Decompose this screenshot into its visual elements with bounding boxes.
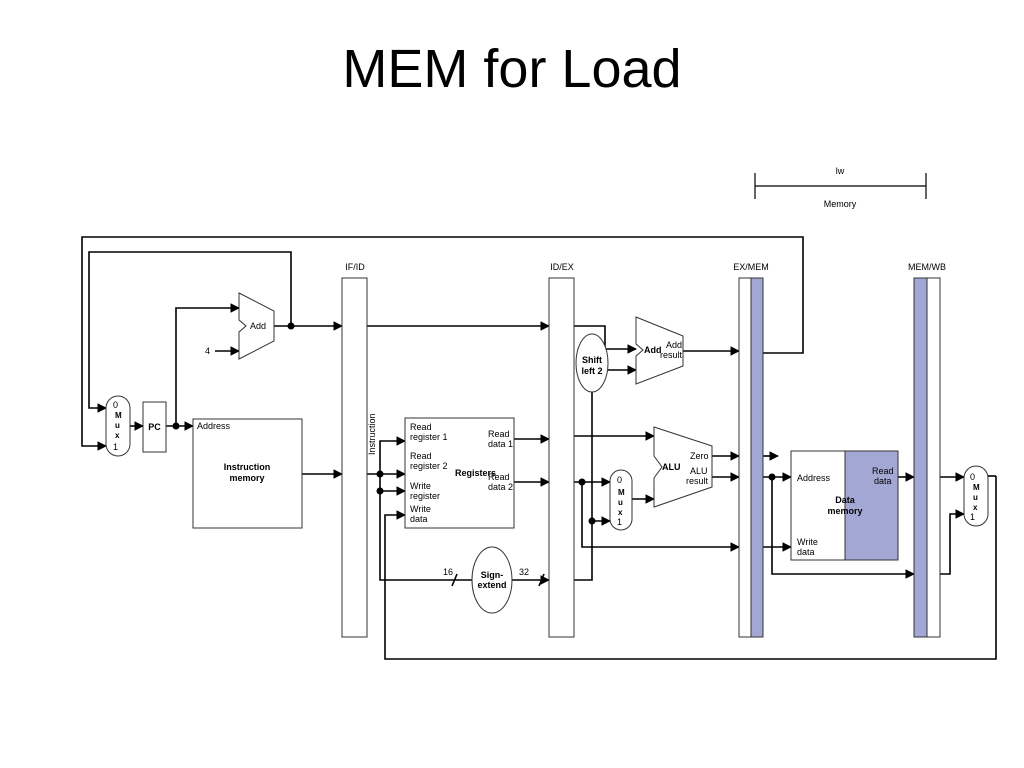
program-counter: PC [142,401,167,453]
sign-extend-output-width: 32 [519,567,529,577]
mem-wb-label: MEM/WB [908,262,946,272]
mux-letter: x [618,508,623,517]
mux-letter: u [618,498,623,507]
instruction-wire-label: Instruction [367,413,377,455]
read-data-2-label: Read [488,472,510,482]
read-data-1-label: data 1 [488,439,513,449]
stage-name-label: Memory [824,199,857,209]
mux-letter: M [973,483,980,492]
data-memory-highlight [844,450,899,561]
data-memory-name: Data [835,495,856,505]
write-back-mux: 0 M u x 1 [963,465,989,527]
registers-name: Registers [455,468,496,478]
mux-letter: x [115,431,120,440]
register-file: Read register 1 Read register 2 Register… [404,417,515,529]
alu-mux-input-0: 0 [617,475,622,485]
stage-instruction-label: lw [836,166,845,176]
write-register-label: register [410,491,440,501]
read-register-1-label: register 1 [410,432,448,442]
pc-mux-input-1: 1 [113,442,118,452]
stage-header: lw Memory [754,166,927,209]
register-write-data-label: Write [410,504,431,514]
shift-left-name: Shift [582,355,602,365]
read-data-2-label: data 2 [488,482,513,492]
instruction-memory-name: memory [229,473,264,483]
mux-letter: M [115,411,122,420]
junction-dot-icon [172,322,776,525]
if-id-label: IF/ID [345,262,365,272]
read-register-1-label: Read [410,422,432,432]
mux-letter: u [115,421,120,430]
pc-adder: Add [238,292,275,360]
data-memory-read-data-label: data [874,476,892,486]
mux-letter: M [618,488,625,497]
read-data-1-label: Read [488,429,510,439]
shift-left-name: left 2 [581,366,602,376]
wb-mux-input-1: 1 [970,512,975,522]
data-memory-read-data-label: Read [872,466,894,476]
sign-extend-name: extend [477,580,506,590]
instruction-memory: Address Instruction memory [192,418,303,529]
id-ex-register: ID/EX [548,262,575,638]
constant-four-label: 4 [205,346,210,356]
branch-adder: Add Add result [635,316,684,385]
wb-mux-input-0: 0 [970,472,975,482]
alu-zero-label: Zero [690,451,709,461]
data-memory-name: memory [827,506,862,516]
sign-extend-name: Sign- [481,570,504,580]
ex-mem-highlight [750,277,764,638]
register-write-data-label: data [410,514,428,524]
data-memory-write-data-label: data [797,547,815,557]
pc-adder-label: Add [250,321,266,331]
alu-result-label: ALU [690,466,708,476]
alu: ALU Zero ALU result [653,426,713,508]
ex-mem-register: EX/MEM [733,262,769,638]
if-id-register: IF/ID Instruction [341,262,377,638]
id-ex-label: ID/EX [550,262,574,272]
alu-source-mux: 0 M u x 1 [609,469,633,531]
instruction-memory-address-label: Address [197,421,231,431]
shift-left-2-unit: Shift left 2 [575,333,609,393]
branch-adder-result-label: result [660,350,683,360]
data-memory-write-data-label: Write [797,537,818,547]
instruction-memory-name: Instruction [224,462,271,472]
mem-wb-register: MEM/WB [908,262,946,638]
branch-adder-label: Add [644,345,662,355]
ex-mem-label: EX/MEM [733,262,769,272]
pc-label: PC [148,422,161,432]
read-register-2-label: Read [410,451,432,461]
mem-wb-highlight [913,277,928,638]
mux-letter: u [973,493,978,502]
alu-result-label: result [686,476,709,486]
alu-name: ALU [662,462,681,472]
pc-mux: 0 M u x 1 [105,395,131,457]
read-register-2-label: register 2 [410,461,448,471]
sign-extend-unit: Sign- extend 16 32 [443,546,529,614]
mux-letter: x [973,503,978,512]
branch-adder-result-label: Add [666,340,682,350]
slide-title: MEM for Load [342,39,682,99]
data-memory-address-label: Address [797,473,831,483]
pc-mux-input-0: 0 [113,400,118,410]
sign-extend-input-width: 16 [443,567,453,577]
write-register-label: Write [410,481,431,491]
alu-mux-input-1: 1 [617,517,622,527]
datapath-wires [81,236,997,660]
data-memory: Address Read data Data memory Write data [790,450,899,561]
